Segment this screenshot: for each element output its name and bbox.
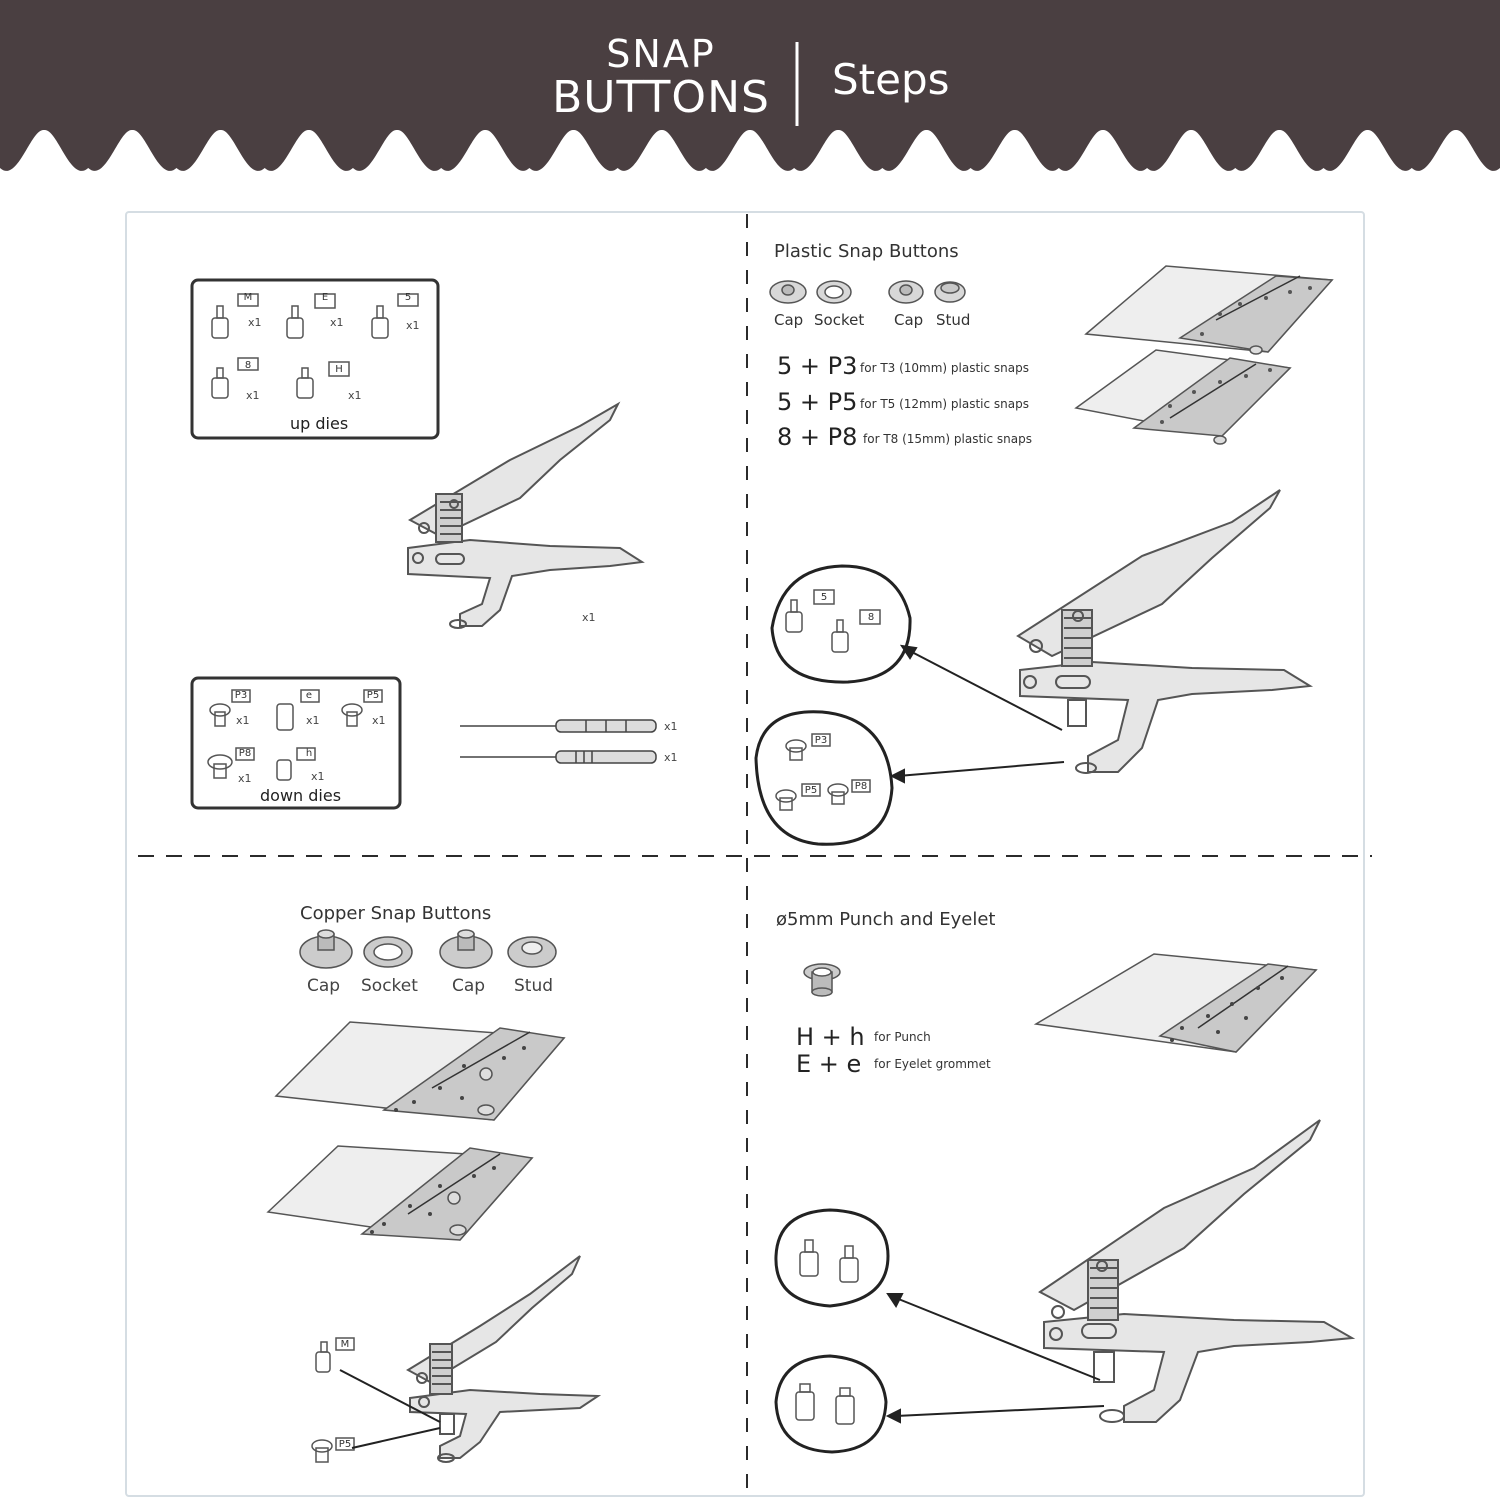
copper-part-label: Socket [361,976,418,996]
plastic-parts-icons [769,280,966,304]
header-banner [0,0,1500,171]
circle-die-tag: P8 [854,781,868,792]
up-die-e-icon [286,293,336,339]
title-buttons: BUTTONS [552,72,770,123]
lower-die-circle [774,1354,888,1454]
copper-part-label: Cap [452,976,486,996]
down-die-qty: x1 [236,714,250,727]
up-die-qty: x1 [246,389,260,402]
down-dies-title: down dies [260,786,342,805]
plastic-combo: 5 + P5 [777,388,858,416]
down-die-qty: x1 [238,772,252,785]
up-die-tag: M [243,292,253,303]
up-die-m-icon [211,293,259,339]
snap-pliers-icon [407,401,645,629]
up-die-tag: H [335,364,343,375]
plastic-part-label: Stud [936,311,971,329]
down-die-qty: x1 [306,714,320,727]
down-dies-box [190,676,402,810]
title-snap: SNAP [606,32,716,76]
copper-die-tag: P5 [338,1439,352,1450]
up-die-qty: x1 [406,319,420,332]
down-die-h-icon [276,747,316,781]
screwdriver-icon [460,719,657,733]
snap-pliers-icon [1016,489,1314,774]
down-die-tag: e [305,690,313,701]
down-die-e-icon [276,689,320,731]
eyelet-fabric-illustration [1033,953,1318,1053]
up-die-h-icon [296,361,350,399]
eyelet-note: for Punch [874,1030,931,1044]
plastic-note: for T3 (10mm) plastic snaps [860,361,1030,375]
up-die-tag: E [321,292,329,303]
eyelet-section-title: ø5mm Punch and Eyelet [776,909,996,930]
down-die-p5-icon [341,689,383,727]
up-die-tag: 8 [244,360,252,371]
plastic-part-label: Cap [894,311,924,329]
up-dies-title: up dies [290,414,349,433]
plastic-combo: 8 + P8 [777,423,858,451]
eyelet-icon [803,963,841,997]
down-die-p8-icon [207,747,255,779]
up-dies-icons [211,293,419,399]
eyelet-combo: E + e [796,1050,862,1078]
up-dies-box [190,278,440,440]
upper-die-circle [774,1208,890,1308]
down-die-p3-icon [209,689,251,727]
screwdriver-qty: x1 [664,720,678,733]
upper-die-circle [770,564,912,684]
circle-die-tag: 5 [820,592,828,603]
title-steps: Steps [832,55,950,104]
copper-parts-icons [299,929,557,969]
down-die-tag: h [305,748,313,759]
circle-die-tag: 8 [867,612,875,623]
up-die-qty: x1 [348,389,362,402]
copper-fabric-illustration [266,1021,566,1241]
circle-die-tag: P5 [804,785,818,796]
up-die-5-icon [371,293,419,339]
tools-illustration [460,719,657,764]
up-die-qty: x1 [330,316,344,329]
plastic-part-label: Socket [814,311,865,329]
pliers-qty: x1 [582,611,596,624]
down-die-qty: x1 [372,714,386,727]
down-die-tag: P5 [366,690,380,701]
copper-part-label: Cap [307,976,341,996]
plastic-section-title: Plastic Snap Buttons [774,241,959,262]
copper-die-tag: M [340,1339,350,1350]
plastic-note: for T8 (15mm) plastic snaps [863,432,1033,446]
plastic-fabric-illustration [1074,265,1334,445]
eyelet-pliers-callouts [774,1119,1356,1454]
plastic-dies-callouts [754,564,1065,846]
copper-part-label: Stud [514,976,554,996]
snap-pliers-icon [1038,1119,1356,1423]
eyelet-combo: H + h [796,1023,865,1051]
plastic-combo: 5 + P3 [777,352,858,380]
snap-pliers-icon [311,1255,602,1463]
up-die-8-icon [211,357,259,399]
plastic-part-label: Cap [774,311,804,329]
plastic-note: for T5 (12mm) plastic snaps [860,397,1030,411]
lower-die-circle [754,710,894,846]
down-die-tag: P8 [238,748,252,759]
up-die-tag: 5 [404,292,412,303]
up-die-qty: x1 [248,316,262,329]
awl-qty: x1 [664,751,678,764]
eyelet-note: for Eyelet grommet [874,1057,991,1071]
down-die-qty: x1 [311,770,325,783]
copper-section-title: Copper Snap Buttons [300,903,492,924]
down-die-tag: P3 [234,690,248,701]
circle-die-tag: P3 [814,735,828,746]
awl-icon [460,750,657,764]
